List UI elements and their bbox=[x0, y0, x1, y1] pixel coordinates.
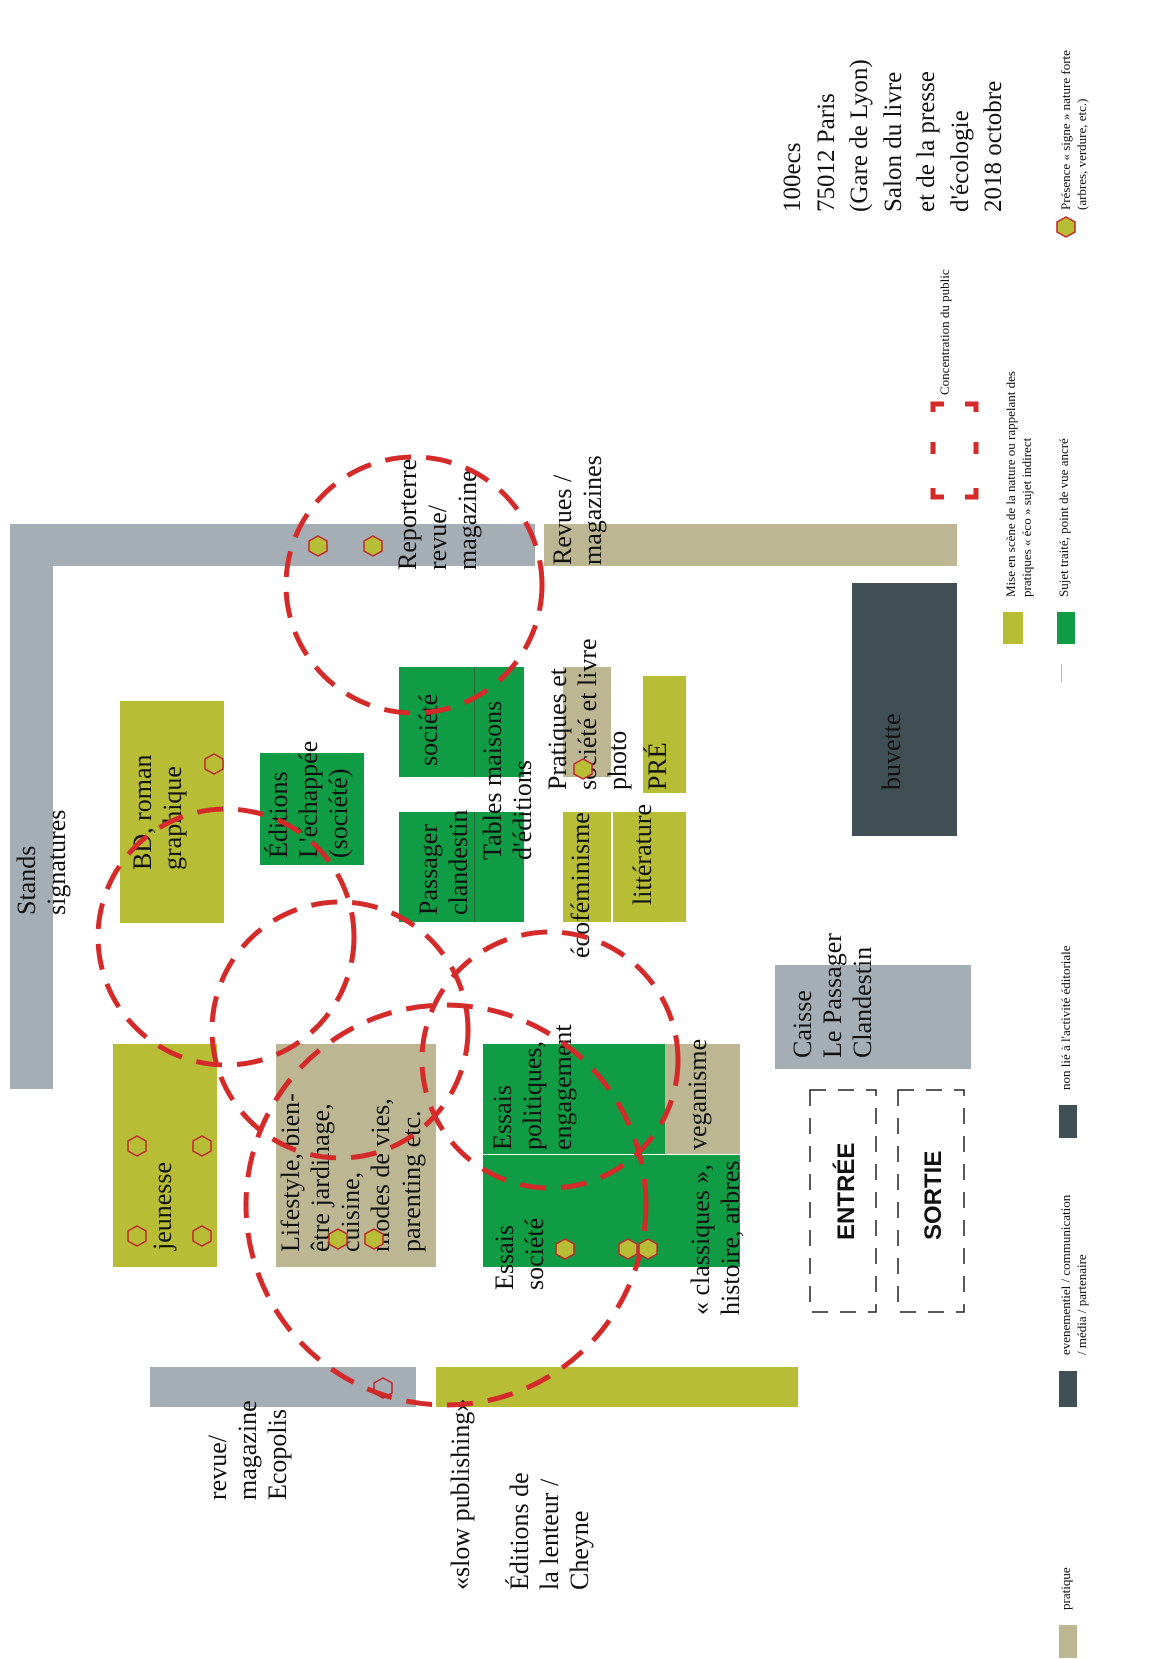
legend-concentration-label: Concentration du public bbox=[937, 269, 952, 395]
label-essais-societe: Essais société bbox=[490, 1217, 550, 1290]
stand-revues bbox=[544, 524, 957, 566]
stand-wall-left bbox=[10, 566, 53, 1089]
label-reporterre: Reporterre revue/ magazine bbox=[393, 458, 483, 570]
stand-lenteur bbox=[436, 1367, 798, 1407]
label-sortie: SORTIE bbox=[920, 1150, 947, 1240]
label-ecopolis: revue/ magazine Ecopolis bbox=[203, 1400, 293, 1500]
label-lifestyle: Lifestyle, bien- être jardinage, cuisine… bbox=[276, 1093, 426, 1252]
label-societe: société bbox=[414, 693, 443, 766]
legend-swatch-tan bbox=[1059, 1625, 1077, 1658]
stand-ecofeminisme bbox=[563, 812, 611, 922]
label-lenteur: Éditions de la lenteur / Cheyne bbox=[505, 1472, 595, 1590]
legend-non-lie-label: non lié à l'activité éditoriale bbox=[1058, 945, 1073, 1090]
label-bd: BD, roman graphique bbox=[128, 754, 188, 870]
label-stands-signatures: Stands signatures bbox=[12, 809, 72, 915]
label-buvette: buvette bbox=[877, 713, 906, 790]
legend-sujet-traite-label: Sujet traité, point de vue ancré bbox=[1056, 438, 1071, 597]
legend-presence-label: Présence « signe » nature forte (arbres,… bbox=[1058, 50, 1090, 210]
stand-caisse bbox=[775, 965, 971, 1069]
legend-swatch-dark-2 bbox=[1059, 1371, 1077, 1407]
label-veganisme: veganisme bbox=[683, 1038, 712, 1150]
legend-swatch-dark-1 bbox=[1059, 1105, 1077, 1138]
label-tables: Tables maisons d'éditions bbox=[478, 700, 538, 860]
divider bbox=[474, 812, 475, 922]
label-ecofeminisme: écoféminisme bbox=[566, 812, 595, 958]
legend-divider bbox=[1061, 664, 1062, 682]
legend-mise-en-scene-label: Mise en scène de la nature ou rappelant … bbox=[1003, 371, 1035, 597]
legend-evenementiel-label: evenementiel / communication / média / p… bbox=[1058, 1194, 1090, 1355]
stand-litterature bbox=[613, 812, 686, 922]
label-classiques: « classiques », histoire, arbres bbox=[686, 1160, 746, 1315]
label-revues: Revues / magazines bbox=[548, 455, 608, 565]
legend-swatch-olive bbox=[1003, 612, 1023, 644]
label-echappee: Éditions L'échappée (société) bbox=[264, 740, 354, 858]
label-caisse: Caisse Le Passager Clandestin bbox=[788, 933, 878, 1058]
info-block: 100ecs 75012 Paris (Gare de Lyon) Salon … bbox=[779, 59, 1007, 212]
label-essais-politiques: Essais politiques, engagement bbox=[488, 1024, 578, 1150]
label-pratiques: Pratiques et société et livre photo bbox=[543, 638, 633, 790]
legend-concentration-swatch bbox=[930, 401, 979, 500]
stand-pre bbox=[643, 676, 686, 793]
label-slow-publishing: «slow publishing» bbox=[446, 1398, 475, 1590]
label-jeunesse: jeunesse bbox=[148, 1161, 177, 1250]
stand-buvette bbox=[852, 583, 957, 836]
label-entree: ENTRÉE bbox=[833, 1142, 860, 1240]
legend-hexagon-icon bbox=[1056, 216, 1076, 238]
legend-pratique-label: pratique bbox=[1058, 1567, 1073, 1610]
legend-swatch-green bbox=[1057, 612, 1075, 644]
label-passager: Passager clandestin bbox=[414, 809, 474, 915]
label-pre: PRÉ bbox=[643, 742, 672, 790]
divider bbox=[474, 667, 475, 777]
label-litterature: littérature bbox=[628, 803, 657, 905]
